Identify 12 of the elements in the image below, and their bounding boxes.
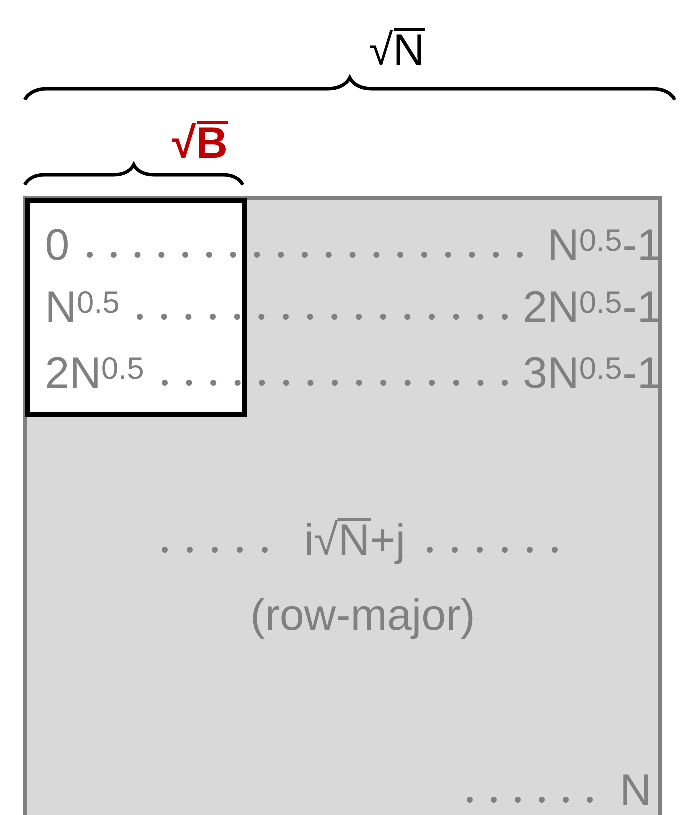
index-label: 2N$^{0.5}$-1 [525, 291, 660, 322]
index-label: 0 [46, 229, 68, 260]
dimension-label: √N [370, 30, 422, 66]
index-label: N [624, 774, 648, 805]
index-label: 2N$^{0.5}$ [47, 357, 143, 388]
index-label: N$^{0.5}$ [48, 291, 118, 322]
index-label: i√N+j [307, 520, 403, 564]
block-box [25, 198, 247, 417]
index-label: N$^{0.5}$-1 [551, 229, 660, 260]
dimension-label: √B [172, 123, 226, 159]
index-label: 3N$^{0.5}$-1 [524, 357, 660, 388]
index-label: (row-major) [253, 598, 473, 640]
